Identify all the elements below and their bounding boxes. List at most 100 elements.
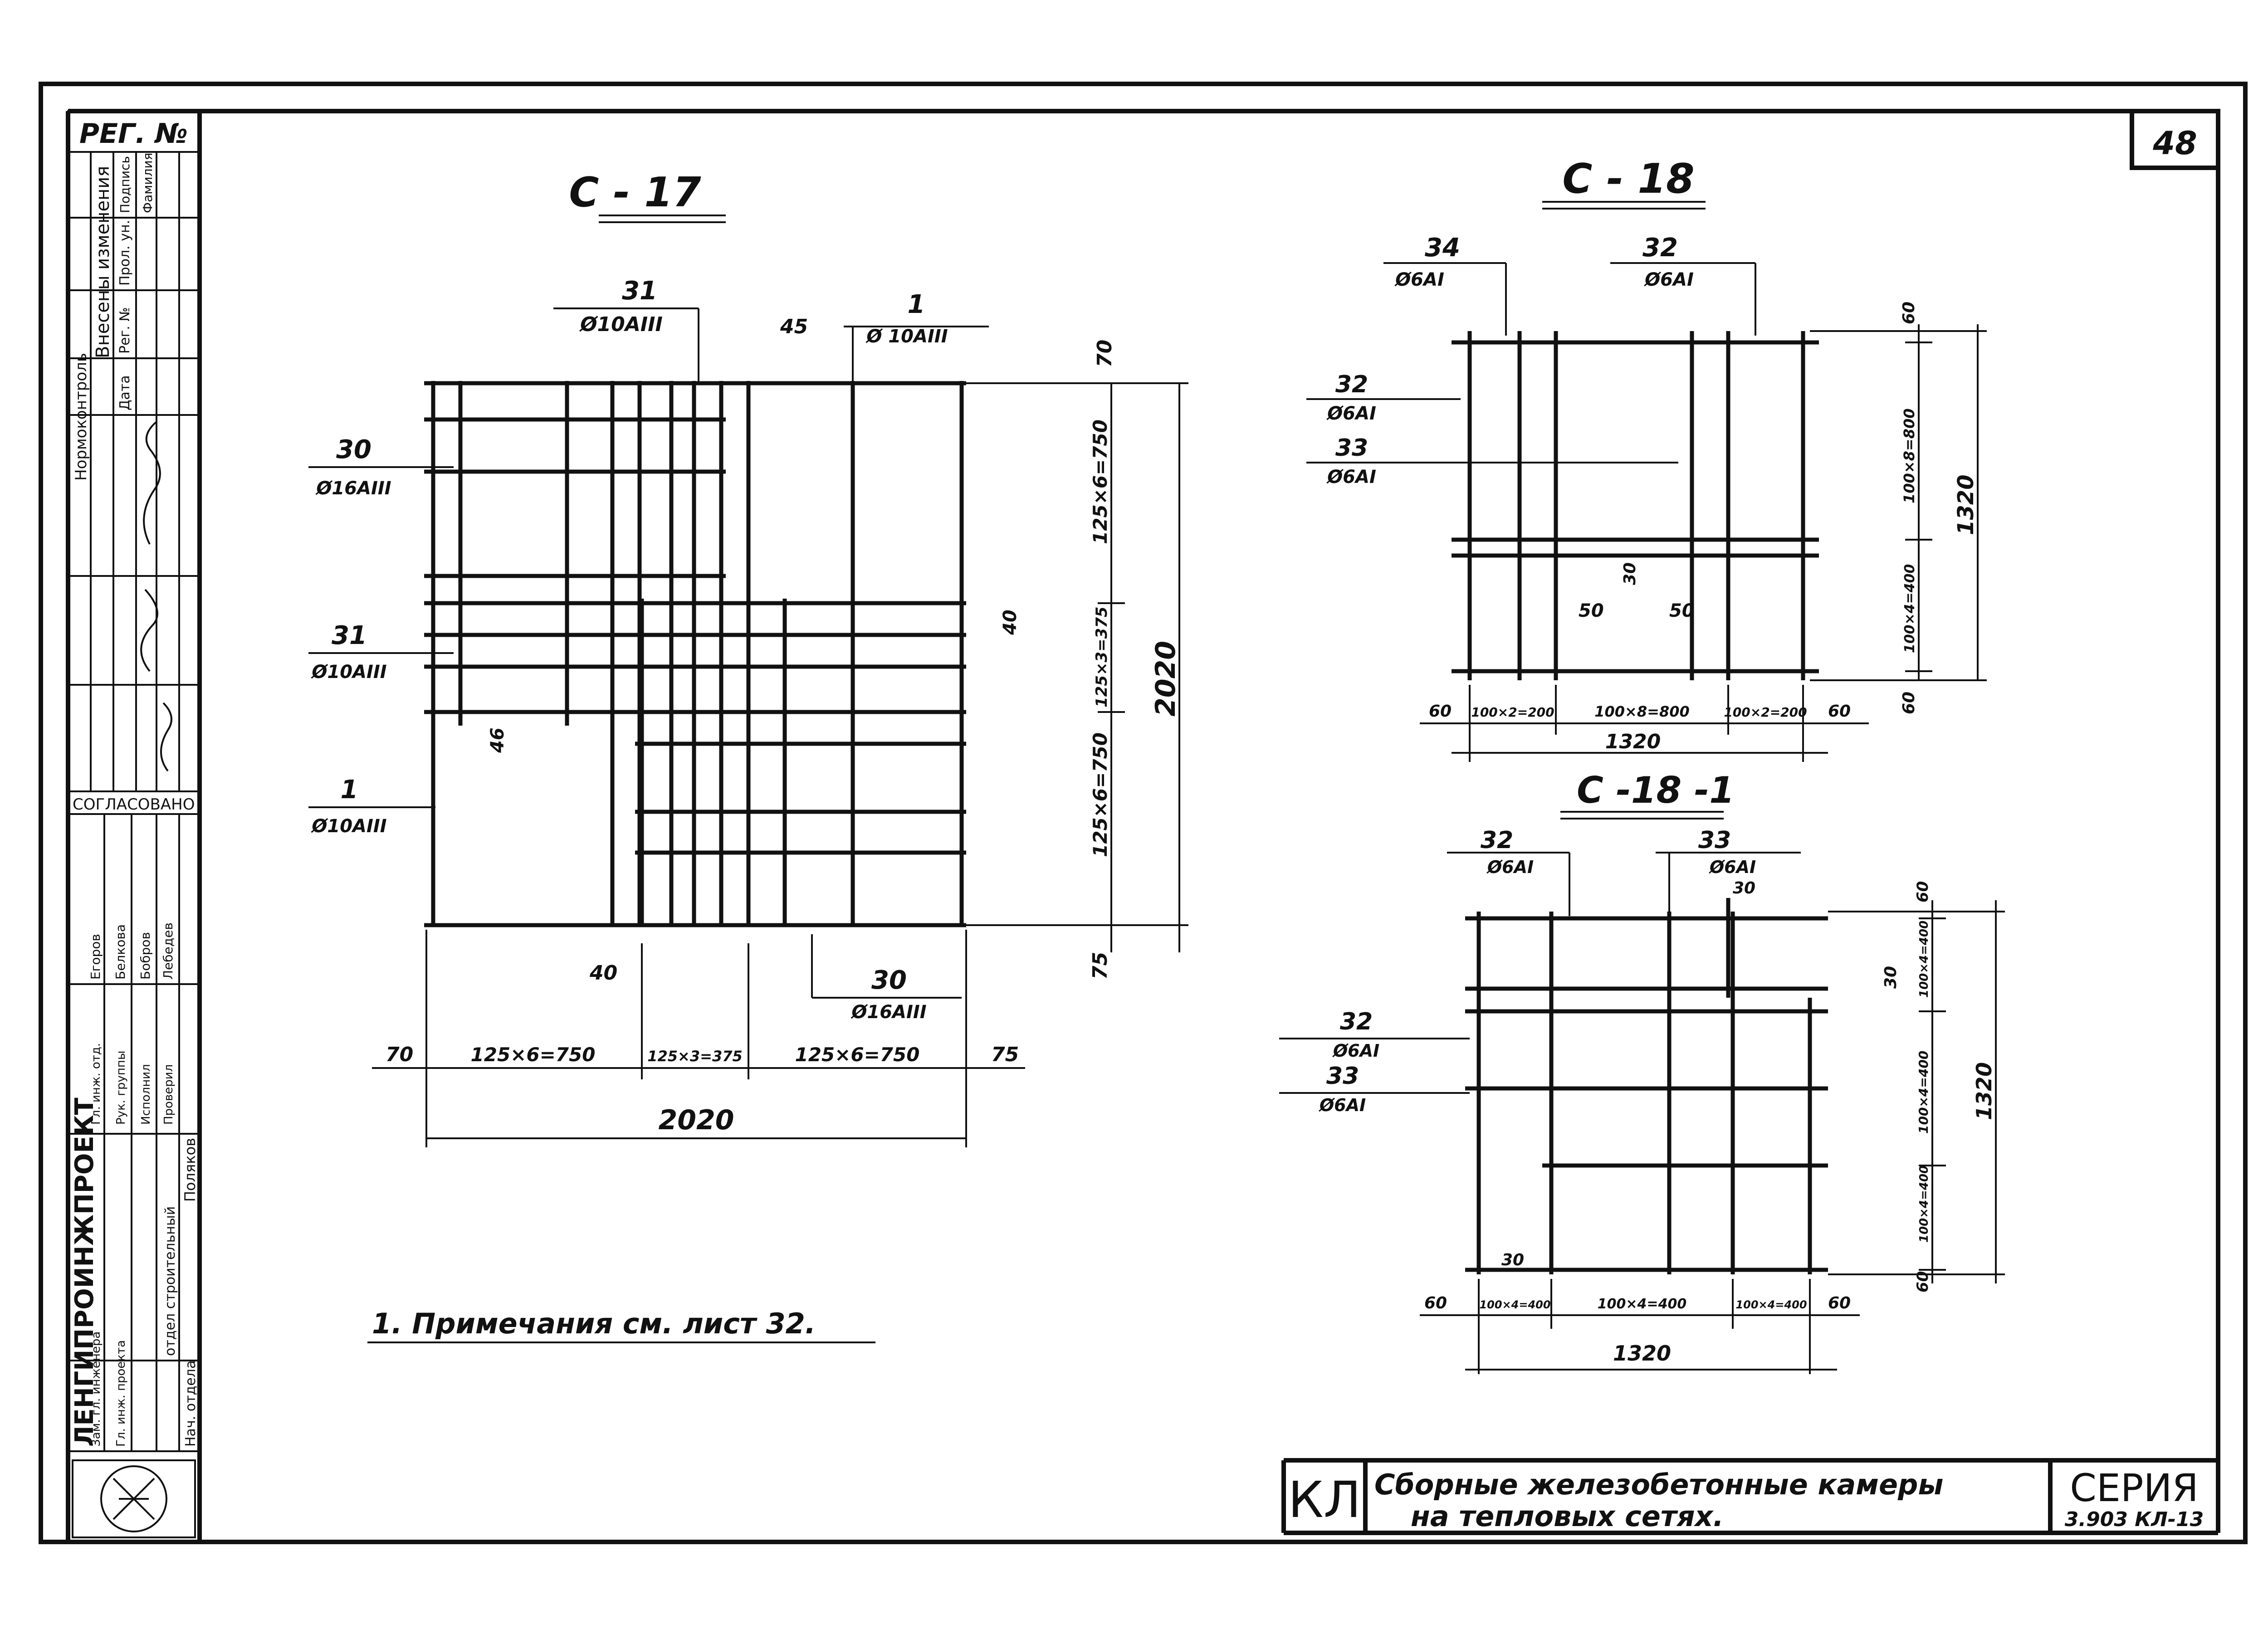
c181-title: С -18 -1 bbox=[1577, 769, 1735, 811]
c18-dim-bottom: 60 bbox=[1828, 702, 1851, 721]
c18-dim-right: 60 bbox=[1900, 302, 1918, 324]
c18-overall-v: 1320 bbox=[1953, 474, 1979, 535]
changes-grid bbox=[68, 151, 200, 792]
c17-horizontal-bars bbox=[424, 381, 966, 927]
c17-dim-bottom: 125×6=750 bbox=[471, 1044, 596, 1066]
role-2: Гл. инж. проекта bbox=[114, 1340, 128, 1447]
c17-dim-right: 125×6=750 bbox=[1089, 419, 1111, 544]
role-5: Рук. группы bbox=[114, 1051, 128, 1125]
c17-small-dim: 40 bbox=[589, 961, 617, 985]
c18-callout-spec: Ø6АI bbox=[1644, 269, 1694, 290]
c181-dim-right: 100×4=400 bbox=[1917, 1166, 1931, 1243]
c17-bottom-dim-line bbox=[372, 930, 1025, 1147]
c181-bottom-dim-line bbox=[1420, 1279, 1860, 1374]
c18-callout-spec: Ø6АI bbox=[1326, 467, 1376, 488]
c18-dim-bottom: 100×2=200 bbox=[1724, 705, 1807, 720]
sheet-number-box: 48 bbox=[2130, 109, 2220, 170]
c17-callout-spec: Ø10АIII bbox=[311, 662, 386, 683]
c181-leaders bbox=[1279, 852, 1801, 1094]
c17-callout-num: 1 bbox=[341, 775, 358, 805]
c181-small-dim: 30 bbox=[1501, 1251, 1524, 1269]
c18-dim-bottom: 60 bbox=[1429, 702, 1452, 721]
name-3: Бобров bbox=[138, 932, 153, 980]
c181-horizontal-bars bbox=[1465, 916, 1828, 1272]
c18-bottom-dim-line bbox=[1420, 685, 1869, 762]
c18-callout-num: 34 bbox=[1425, 233, 1460, 263]
changes-col-1: Дата bbox=[117, 375, 133, 410]
c17-overall-h: 2020 bbox=[659, 1104, 734, 1136]
c18-callout-spec: Ø6АI bbox=[1326, 403, 1376, 424]
c17-small-dim: 46 bbox=[487, 727, 508, 753]
c17-leaders bbox=[308, 307, 989, 999]
c17-callout-num: 30 bbox=[871, 966, 907, 995]
c18-callout-num: 32 bbox=[1642, 233, 1678, 263]
c181-callout-num: 33 bbox=[1326, 1063, 1359, 1090]
c18-dim-bottom: 100×2=200 bbox=[1471, 705, 1554, 720]
c18-callout-spec: Ø6АI bbox=[1394, 269, 1444, 290]
changes-col-5: Фамилия bbox=[140, 152, 155, 213]
c181-dim-right: 100×4=400 bbox=[1917, 921, 1931, 998]
c17-callout-spec: Ø 10АIII bbox=[865, 326, 948, 347]
c181-callout-num: 32 bbox=[1481, 827, 1513, 854]
c17-dim-right: 70 bbox=[1093, 340, 1116, 367]
c181-dim-bottom: 100×4=400 bbox=[1479, 1298, 1550, 1311]
c17-callout-num: 1 bbox=[908, 290, 925, 319]
c18-horizontal-bars bbox=[1452, 340, 1819, 673]
c17-dim-bottom: 75 bbox=[991, 1043, 1019, 1066]
sheet-frame bbox=[39, 82, 2248, 1544]
c17-callout-spec: Ø16АIII bbox=[315, 478, 391, 499]
left-stamp: РЕГ. № Нормоконтроль Внесены изменения Д… bbox=[67, 110, 200, 1538]
c18-dim-right: 100×8=800 bbox=[1901, 409, 1918, 503]
c181-vertical-bars bbox=[1476, 898, 1812, 1274]
c18-dim-right: 60 bbox=[1900, 692, 1918, 714]
role-3: Нач. отдела bbox=[183, 1361, 199, 1447]
role-6: Проверил bbox=[162, 1064, 176, 1125]
c17-dim-bottom: 70 bbox=[386, 1043, 413, 1066]
c17-callout-spec: Ø10АIII bbox=[579, 313, 663, 336]
c17-vertical-bars bbox=[431, 381, 964, 925]
c181-right-dim-line bbox=[1828, 900, 2005, 1283]
role-4: Гл. инж. отд. bbox=[89, 1043, 103, 1125]
reg-label: РЕГ. № bbox=[79, 118, 188, 150]
c181-callout-num: 33 bbox=[1698, 827, 1731, 854]
c181-callout-spec: Ø6АI bbox=[1709, 857, 1756, 877]
c17-dim-right: 75 bbox=[1089, 952, 1112, 980]
c17-callout-num: 30 bbox=[336, 435, 371, 464]
c18-drawing: С - 18 34 Ø6АI 32 Ø6АI 32 bbox=[1306, 155, 1987, 762]
changes-header: Внесены изменения bbox=[93, 166, 113, 358]
series-code: 3.903 КЛ-13 bbox=[2065, 1508, 2204, 1531]
role-1: Зам. гл. инженера bbox=[89, 1332, 103, 1447]
sheet-number: 48 bbox=[2152, 125, 2197, 162]
c181-small-dim: 30 bbox=[1882, 966, 1900, 989]
c18-right-dim-line bbox=[1810, 324, 1987, 681]
c18-dim-bottom: 100×8=800 bbox=[1594, 703, 1689, 720]
name-2: Белкова bbox=[113, 924, 128, 980]
c181-dim-bottom: 100×4=400 bbox=[1735, 1298, 1807, 1311]
c181-dim-right: 60 bbox=[1914, 881, 1932, 902]
name-5: Поляков bbox=[181, 1138, 199, 1202]
c17-dim-bottom: 125×3=375 bbox=[647, 1048, 742, 1065]
c17-right-dim-line bbox=[962, 382, 1188, 952]
note-text: 1. Примечания см. лист 32. bbox=[372, 1307, 816, 1340]
c18-callout-num: 32 bbox=[1335, 371, 1368, 398]
c18-callout-num: 33 bbox=[1335, 434, 1368, 462]
c18-small-dim: 50 bbox=[1579, 600, 1604, 621]
changes-col-2: Рег. № bbox=[117, 307, 133, 354]
c181-overall-v: 1320 bbox=[1972, 1062, 1996, 1120]
c181-small-dim: 30 bbox=[1733, 879, 1755, 897]
c17-title: С - 17 bbox=[569, 169, 701, 216]
c181-callout-num: 32 bbox=[1340, 1008, 1373, 1035]
c17-drawing: С - 17 bbox=[308, 169, 1188, 1147]
c17-dim-right: 125×6=750 bbox=[1089, 732, 1111, 857]
changes-col-3: Прол. ун. bbox=[117, 220, 133, 286]
name-1: Егоров bbox=[88, 934, 103, 980]
series-label: СЕРИЯ bbox=[2070, 1466, 2199, 1510]
c17-small-dim: 45 bbox=[780, 315, 808, 338]
c17-dim-bottom: 125×6=750 bbox=[795, 1044, 920, 1066]
c17-callout-num: 31 bbox=[332, 621, 367, 650]
c181-dim-bottom: 60 bbox=[1828, 1294, 1851, 1312]
org-name: ЛЕНГИПРОИНЖПРОЕКТ bbox=[70, 1097, 99, 1447]
roles-grid bbox=[68, 814, 200, 1452]
c181-callout-spec: Ø6АI bbox=[1332, 1041, 1379, 1061]
c18-small-dim: 50 bbox=[1669, 600, 1695, 621]
